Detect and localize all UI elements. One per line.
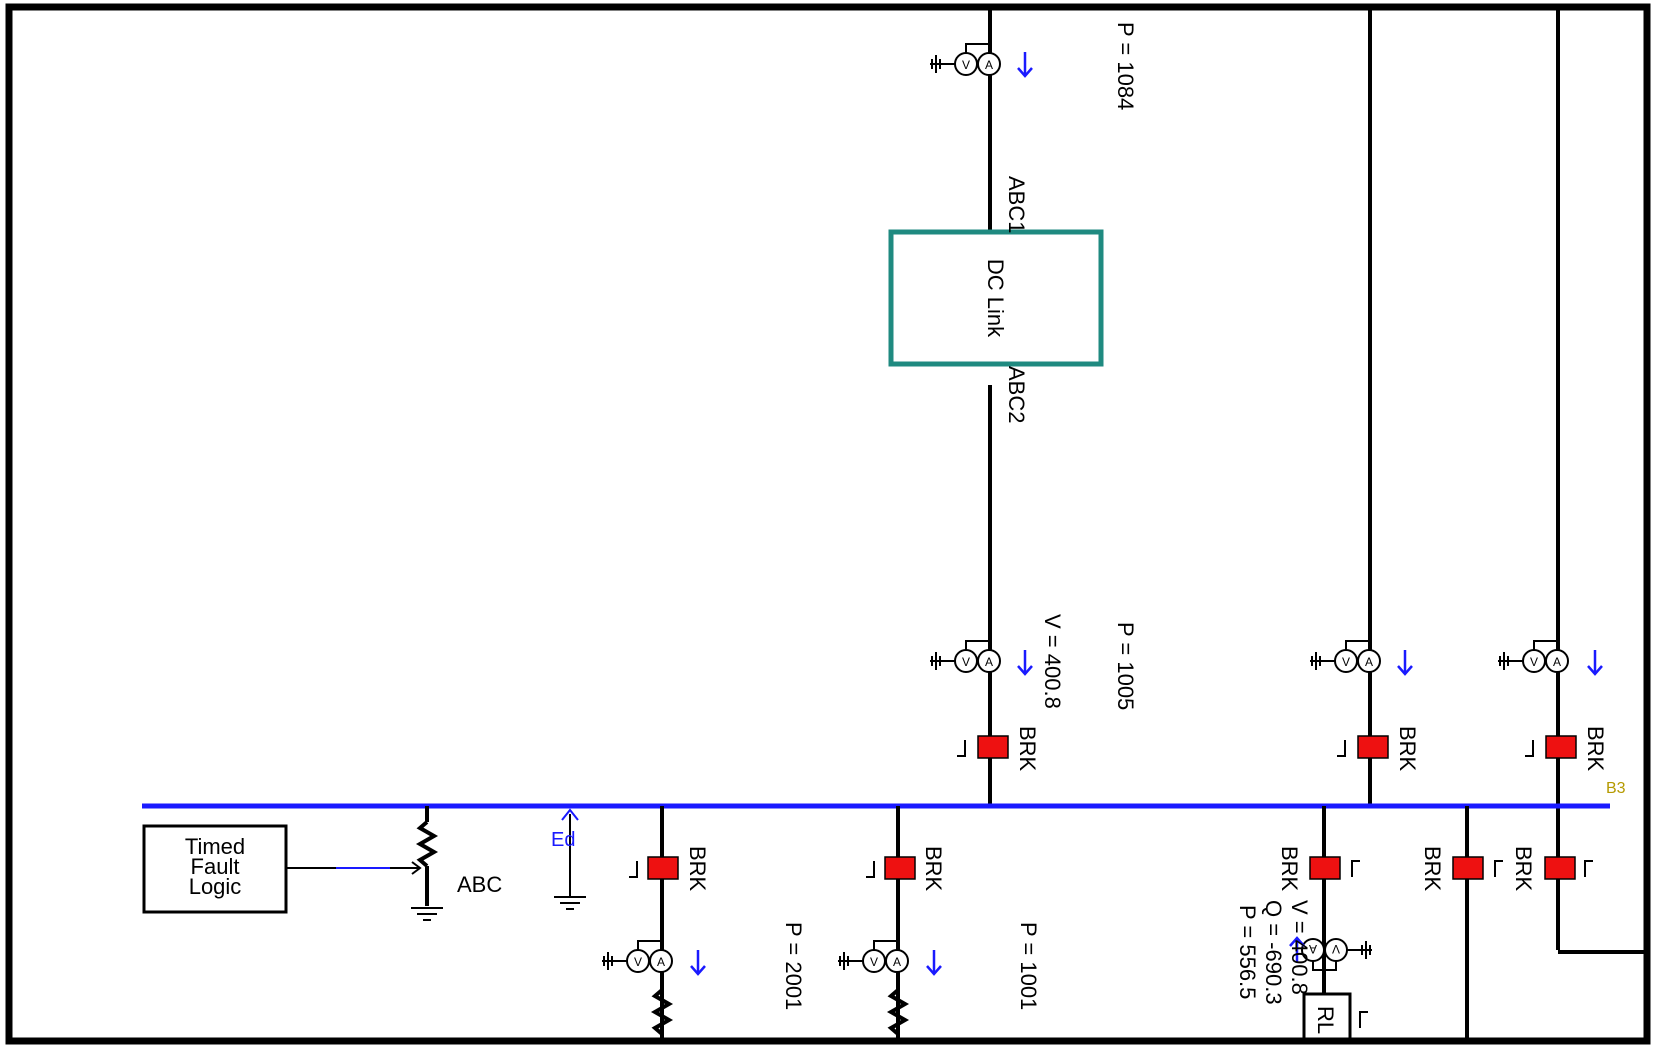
- breaker-label: BRK: [685, 846, 710, 892]
- fault-logic-text: Fault: [191, 854, 240, 879]
- ground-icon: [410, 907, 444, 921]
- fault-resistor[interactable]: [415, 820, 439, 868]
- load-rl-block[interactable]: [1302, 992, 1352, 1041]
- breaker-control-icon: [629, 861, 638, 878]
- breaker-label: BRK: [921, 846, 946, 892]
- dc-link-label: DC Link: [983, 259, 1008, 338]
- breaker-control-icon: [1494, 860, 1503, 877]
- breaker-control-icon: [1351, 860, 1360, 877]
- meter-lower-b[interactable]: [837, 940, 909, 973]
- reading-v-upper: V = 400.8: [1040, 614, 1065, 709]
- load-resistor: [886, 988, 910, 1036]
- breaker-label: BRK: [1420, 846, 1445, 892]
- timed-fault-logic-block[interactable]: [142, 824, 288, 914]
- breaker-control-icon: [957, 740, 1534, 757]
- reading-p-feeder-b: P = 1001: [1016, 922, 1041, 1010]
- breaker-label: BRK: [1395, 726, 1420, 772]
- meter-feeder-3[interactable]: [1497, 640, 1569, 673]
- arrow-down-icon: [926, 950, 942, 976]
- breaker-label: BRK: [1511, 846, 1536, 892]
- reading-p-load: P = 556.5: [1235, 905, 1260, 999]
- arrow-down-icon: [1397, 650, 1413, 676]
- dc-link-block[interactable]: [888, 229, 1104, 367]
- load-resistor: [650, 988, 674, 1036]
- arrow-down-icon: [1017, 52, 1033, 78]
- dc-link-port-top: ABC1: [1004, 176, 1029, 233]
- breaker-lower-c[interactable]: [1452, 856, 1484, 880]
- bus-label: B3: [1606, 780, 1626, 797]
- breaker-dc-feeder[interactable]: [977, 735, 1009, 759]
- breaker-load[interactable]: [1309, 856, 1341, 880]
- breaker-label: BRK: [1583, 726, 1608, 772]
- breaker-feeder-3[interactable]: [1545, 735, 1577, 759]
- ground-icon: [553, 896, 587, 910]
- reading-v-load: V = 400.8: [1287, 900, 1312, 995]
- reading-q-load: Q = -690.3: [1261, 900, 1286, 1005]
- arrow-up-icon: [1289, 936, 1305, 962]
- fault-logic-text: Logic: [189, 874, 242, 899]
- diagram-frame: [5, 3, 1651, 1045]
- meter-top[interactable]: [929, 43, 1001, 76]
- ground-label: Ed: [551, 829, 575, 851]
- load-rl-label: RL: [1313, 1006, 1338, 1034]
- load-control-icon: [1359, 1011, 1368, 1028]
- arrow-up-icon: [561, 808, 579, 821]
- fault-phase-label: ABC: [457, 872, 502, 897]
- breaker-label: BRK: [1277, 846, 1302, 892]
- reading-p-feeder-a: P = 2001: [781, 922, 806, 1010]
- arrow-down-icon: [1017, 650, 1033, 676]
- meter-feeder-2[interactable]: [1309, 640, 1381, 673]
- breaker-control-icon: [1584, 860, 1593, 877]
- breaker-label: BRK: [1015, 726, 1040, 772]
- reading-p-top: P = 1084: [1113, 22, 1138, 110]
- breaker-lower-a[interactable]: [647, 856, 679, 880]
- arrow-down-icon: [1587, 650, 1603, 676]
- fault-logic-text: Timed: [185, 834, 245, 859]
- meter-dc-feeder[interactable]: [929, 640, 1001, 673]
- dc-link-port-bottom: ABC2: [1004, 366, 1029, 423]
- reading-p-upper: P = 1005: [1113, 622, 1138, 710]
- meter-lower-a[interactable]: [601, 940, 673, 973]
- breaker-feeder-2[interactable]: [1357, 735, 1389, 759]
- breaker-lower-b[interactable]: [884, 856, 916, 880]
- breaker-lower-d[interactable]: [1544, 856, 1576, 880]
- breaker-control-icon: [866, 861, 875, 878]
- arrow-down-icon: [690, 950, 706, 976]
